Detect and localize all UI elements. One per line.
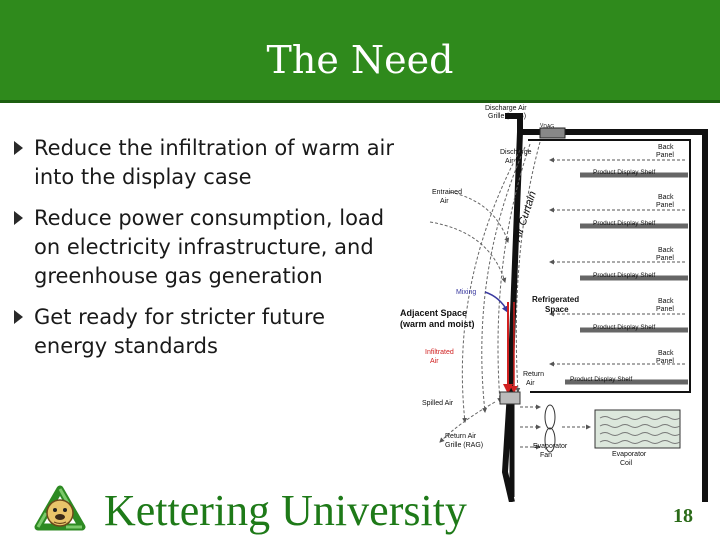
label-infiltrated-air: Infiltrated Air	[425, 349, 456, 365]
label-refrigerated-space: Refrigerated Space	[532, 295, 581, 314]
label-product-display-shelf: Product Display Shelf	[593, 169, 655, 176]
label-mixing: Mixing	[456, 289, 476, 296]
label-product-display-shelf: Product Display Shelf	[570, 376, 632, 383]
curtain-flow-arrows	[429, 141, 541, 443]
return-grille	[499, 391, 521, 405]
label-evaporator-fan: Evaporator Fan	[533, 443, 569, 459]
coil-lines	[599, 416, 681, 444]
bullet-item: Get ready for stricter future energy sta…	[12, 303, 397, 361]
label-evaporator-coil: Evaporator Coil	[612, 451, 648, 467]
label-return-air-grille: Return Air Grille (RAG)	[445, 433, 483, 449]
bullet-text: Get ready for stricter future energy sta…	[34, 305, 326, 358]
label-entrained-air: Entrained Air	[432, 189, 464, 205]
label-spilled-air: Spilled Air	[422, 400, 454, 407]
label-product-display-shelf: Product Display Shelf	[593, 272, 655, 279]
label-v-dag: VDAG	[540, 123, 554, 130]
bullet-list: Reduce the infiltration of warm air into…	[12, 134, 397, 373]
internal-duct	[528, 139, 691, 393]
page-number: 18	[673, 505, 693, 527]
bullet-arrow-icon	[14, 141, 23, 155]
discharge-grille	[539, 127, 566, 139]
label-adjacent-space: Adjacent Space (warm and moist)	[400, 308, 475, 329]
case-wall	[501, 113, 708, 502]
bullet-arrow-icon	[14, 310, 23, 324]
bullet-item: Reduce the infiltration of warm air into…	[12, 134, 397, 192]
evaporator-fan	[544, 404, 556, 453]
shelf-flow-arrows	[549, 157, 685, 367]
bullet-text: Reduce the infiltration of warm air into…	[34, 136, 395, 189]
title-banner: The Need	[0, 0, 720, 103]
label-product-display-shelf: Product Display Shelf	[593, 220, 655, 227]
display-case-diagram: Discharge Air Grille (DAG) VDAG Discharg…	[400, 105, 708, 502]
bulldog-logo-icon	[34, 485, 86, 531]
slide-title: The Need	[266, 38, 454, 82]
mixing-arrow	[484, 291, 509, 314]
university-name: Kettering University	[104, 486, 467, 535]
bullet-text: Reduce power consumption, load on electr…	[34, 206, 385, 288]
shelves	[565, 172, 688, 385]
label-product-display-shelf: Product Display Shelf	[593, 324, 655, 331]
label-discharge-air-grille: Discharge Air Grille (DAG)	[485, 105, 529, 120]
return-flow-arrows	[520, 404, 591, 450]
label-return-air: Return Air	[523, 371, 546, 387]
label-discharge-air: Discharge Air	[500, 149, 533, 165]
bullet-arrow-icon	[14, 211, 23, 225]
bullet-item: Reduce power consumption, load on electr…	[12, 204, 397, 291]
evaporator-coil	[594, 409, 681, 449]
